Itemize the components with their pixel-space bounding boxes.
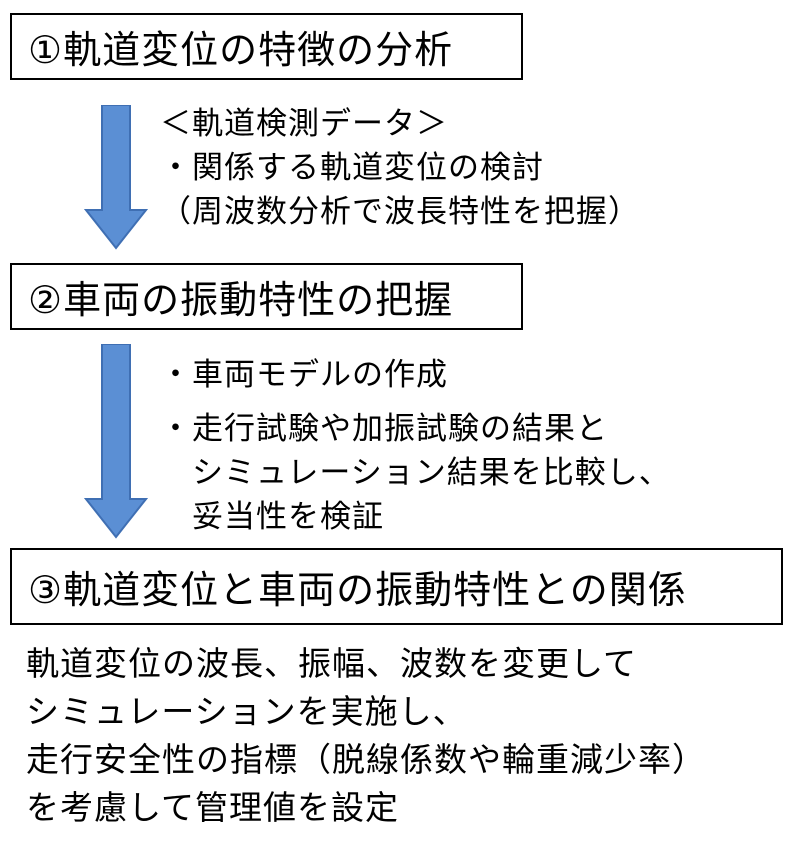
step-1-box: ①軌道変位の特徴の分析 (10, 13, 523, 80)
step-2-box: ②車両の振動特性の把握 (10, 263, 523, 330)
conclusion-line: 軌道変位の波長、振幅、波数を変更して (26, 644, 638, 683)
conclusion-line: を考慮して管理値を設定 (26, 788, 400, 827)
down-arrow-icon (84, 105, 148, 250)
step-2-title: ②車両の振動特性の把握 (28, 278, 454, 322)
arrow-2-shape (84, 344, 148, 539)
down-arrow-icon (84, 344, 148, 539)
step-2-notes: ・車両モデルの作成 ・走行試験や加振試験の結果と シミュレーション結果を比較し、… (160, 353, 671, 539)
step-3-box: ③軌道変位と車両の振動特性との関係 (10, 548, 783, 625)
step-1-note-heading: ＜軌道検測データ＞ (160, 106, 448, 142)
conclusion-line: シミュレーションを実施し、 (26, 692, 467, 731)
arrow-1-shape (84, 105, 148, 250)
step-1-title: ①軌道変位の特徴の分析 (28, 28, 454, 72)
step-1-note-item: ・関係する軌道変位の検討 (160, 150, 544, 186)
step-2-note-item: ・走行試験や加振試験の結果と (160, 411, 608, 447)
step-3-title: ③軌道変位と車両の振動特性との関係 (28, 568, 687, 612)
conclusion-text: 軌道変位の波長、振幅、波数を変更して シミュレーションを実施し、 走行安全性の指… (26, 640, 706, 832)
step-2-note-item-cont: 妥当性を検証 (160, 499, 384, 535)
step-2-note-item-cont: シミュレーション結果を比較し、 (160, 455, 671, 491)
conclusion-line: 走行安全性の指標（脱線係数や輪重減少率） (26, 740, 706, 779)
step-1-notes: ＜軌道検測データ＞ ・関係する軌道変位の検討 （周波数分析で波長特性を把握） (160, 102, 640, 234)
step-1-note-detail: （周波数分析で波長特性を把握） (160, 194, 640, 230)
step-2-note-item: ・車両モデルの作成 (160, 357, 448, 393)
